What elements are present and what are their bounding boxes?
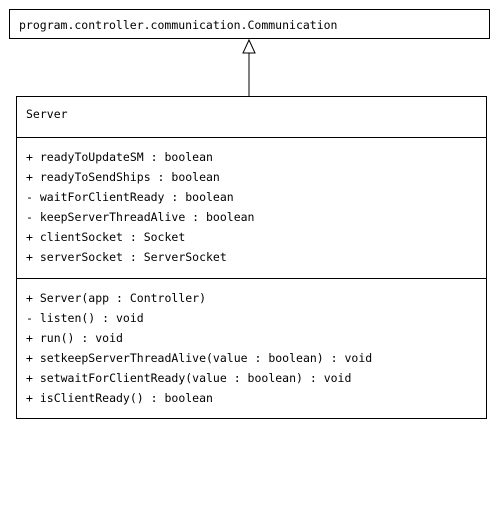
operation-item: - listen() : void: [26, 311, 144, 325]
attribute-list: + readyToUpdateSM : boolean + readyToSen…: [26, 147, 254, 267]
attributes-compartment: + readyToUpdateSM : boolean + readyToSen…: [17, 137, 486, 278]
class-name-compartment: Server: [17, 97, 486, 137]
class-name: Server: [26, 107, 68, 121]
operation-item: + setkeepServerThreadAlive(value : boole…: [26, 351, 373, 365]
attribute-item: + serverSocket : ServerSocket: [26, 250, 227, 264]
operation-item: + setwaitForClientReady(value : boolean)…: [26, 371, 352, 385]
attribute-item: - waitForClientReady : boolean: [26, 190, 234, 204]
inheritance-arrowhead: [242, 38, 256, 54]
parent-class-box[interactable]: program.controller.communication.Communi…: [9, 9, 490, 39]
attribute-item: - keepServerThreadAlive : boolean: [26, 210, 255, 224]
attribute-item: + clientSocket : Socket: [26, 230, 186, 244]
operation-item: + isClientReady() : boolean: [26, 391, 213, 405]
operation-item: + run() : void: [26, 331, 123, 345]
attribute-item: + readyToUpdateSM : boolean: [26, 150, 213, 164]
operation-item: + Server(app : Controller): [26, 291, 207, 305]
operations-compartment: + Server(app : Controller) - listen() : …: [17, 278, 486, 418]
operation-list: + Server(app : Controller) - listen() : …: [26, 288, 372, 408]
parent-class-name: program.controller.communication.Communi…: [19, 18, 338, 32]
server-class-box[interactable]: Server + readyToUpdateSM : boolean + rea…: [16, 96, 487, 419]
attribute-item: + readyToSendShips : boolean: [26, 170, 220, 184]
